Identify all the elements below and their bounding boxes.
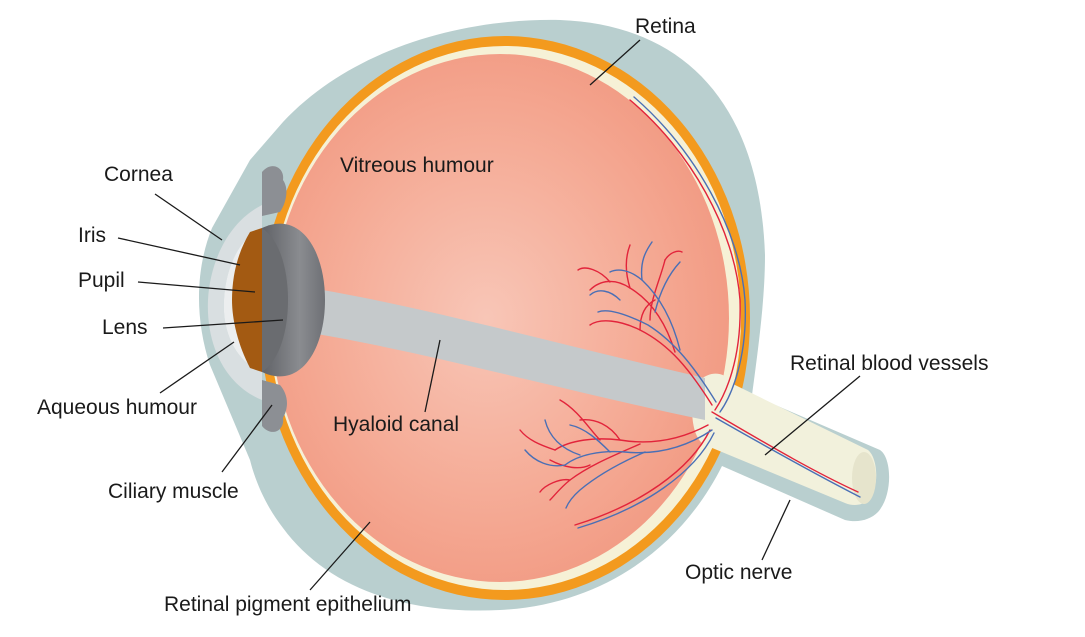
label-vitreous-humour: Vitreous humour	[340, 154, 494, 177]
label-pupil: Pupil	[78, 269, 125, 292]
label-ciliary-muscle: Ciliary muscle	[108, 480, 239, 503]
label-retinal-blood-vessels: Retinal blood vessels	[790, 352, 988, 375]
label-optic-nerve: Optic nerve	[685, 561, 792, 584]
label-hyaloid-canal: Hyaloid canal	[333, 413, 459, 436]
label-cornea: Cornea	[104, 163, 173, 186]
label-retinal-pigment-epithelium: Retinal pigment epithelium	[164, 593, 411, 616]
label-iris: Iris	[78, 224, 106, 247]
label-lens: Lens	[102, 316, 148, 339]
label-aqueous-humour: Aqueous humour	[37, 396, 197, 419]
label-retina: Retina	[635, 15, 696, 38]
leader-cornea	[155, 194, 222, 240]
leader-optic-nerve	[762, 500, 790, 560]
